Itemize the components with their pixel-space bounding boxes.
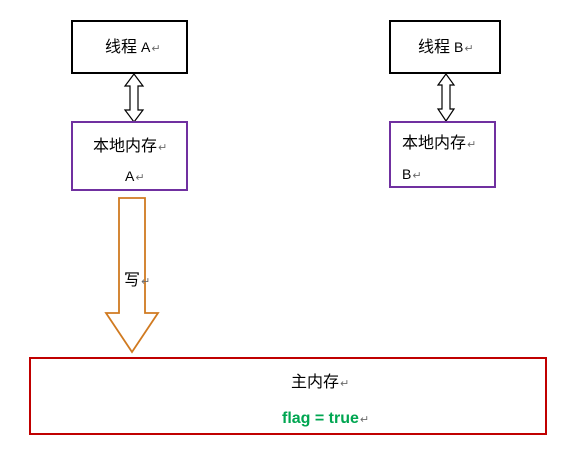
- write-arrow: [104, 197, 160, 354]
- local-memory-b-label: 本地内存↵: [402, 135, 477, 152]
- local-memory-b-id: B↵: [402, 166, 422, 182]
- thread-b-label: 线程 B↵: [418, 39, 474, 56]
- local-memory-a-id: A↵: [125, 168, 145, 184]
- thread-a-box: 线程 A↵: [71, 20, 188, 74]
- main-memory-label: 主内存↵: [291, 374, 350, 391]
- double-arrow-b: [436, 72, 456, 123]
- local-memory-a-box: 本地内存↵ A↵: [71, 121, 188, 191]
- double-arrow-a: [123, 73, 145, 123]
- write-label: 写↵: [124, 272, 151, 289]
- thread-b-box: 线程 B↵: [389, 20, 501, 74]
- flag-assignment: flag = true↵: [282, 410, 370, 427]
- main-memory-box: 主内存↵ flag = true↵: [29, 357, 547, 435]
- local-memory-b-box: 本地内存↵ B↵: [389, 121, 496, 188]
- local-memory-a-label: 本地内存↵: [93, 138, 168, 155]
- thread-a-label: 线程 A↵: [105, 39, 161, 56]
